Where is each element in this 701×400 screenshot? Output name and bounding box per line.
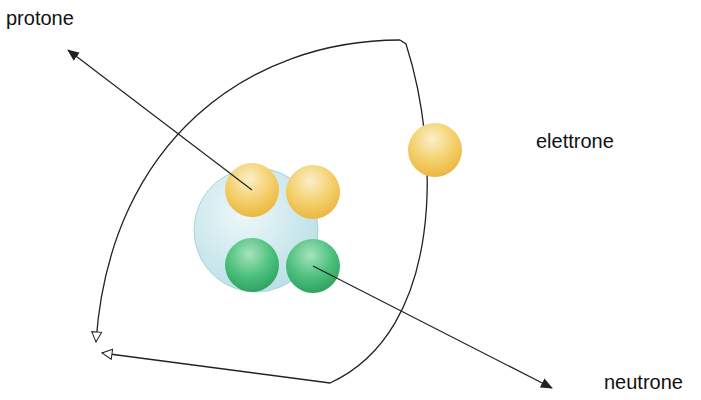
proton <box>286 165 340 219</box>
neutron <box>225 238 279 292</box>
orbit-path <box>96 40 400 342</box>
part-label: neutrone <box>604 370 683 394</box>
part-label: elettrone <box>536 129 614 153</box>
leader-line <box>68 50 252 190</box>
leader-line <box>313 266 552 388</box>
electron <box>408 123 462 177</box>
label-holder: elettrone <box>536 129 614 153</box>
label-holder: neutrone <box>604 370 683 394</box>
part-label: protone <box>6 6 74 30</box>
label-holder: protone <box>6 6 74 30</box>
orbit-path <box>102 40 427 383</box>
